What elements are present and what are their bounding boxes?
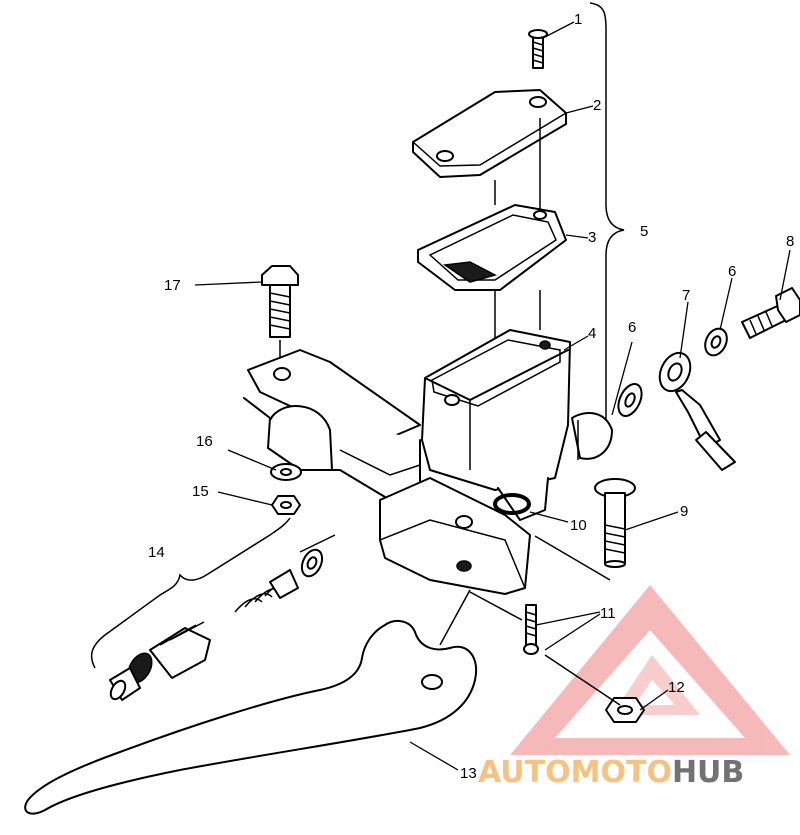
banjo-washer-inner: [617, 383, 643, 417]
callout-6-inner: 6: [628, 319, 636, 336]
callout-13: 13: [460, 765, 477, 782]
cover-screw: [528, 29, 548, 69]
callout-8: 8: [786, 233, 794, 250]
lever-mount-bracket: [379, 477, 531, 595]
brake-lever: [24, 619, 478, 815]
callout-15: 15: [192, 483, 209, 500]
callout-10: 10: [570, 517, 587, 534]
callout-17: 17: [164, 277, 181, 294]
reservoir-cover: [412, 89, 567, 178]
clamp-bolt: [261, 265, 299, 338]
diaphragm-gasket: [417, 204, 567, 291]
watermark-hub: HUB: [672, 755, 744, 790]
callout-6-outer: 6: [728, 263, 736, 280]
callout-12: 12: [668, 679, 685, 696]
callout-7: 7: [682, 287, 690, 304]
callout-labels: 1 2 3 5 4 6 7 6 8 9 10 11 12 13 14 15 16…: [148, 11, 794, 782]
handlebar-clamp: [243, 349, 421, 501]
callout-2: 2: [593, 97, 601, 114]
callout-11: 11: [600, 605, 616, 622]
watermark-moto: MOTO: [571, 755, 672, 790]
master-cylinder-body: [421, 329, 613, 521]
callout-1: 1: [574, 11, 582, 28]
banjo-bolt: [741, 287, 800, 339]
callout-14: 14: [148, 544, 165, 561]
banjo-washer-outer: [704, 327, 728, 357]
piston-assembly: [109, 548, 324, 701]
watermark-text: AUTOMOTOHUB: [478, 755, 744, 790]
clamp-nut: [271, 495, 301, 515]
watermark-auto: AUTO: [478, 755, 571, 790]
watermark-logo: [510, 585, 790, 755]
lever-lock-nut: [605, 697, 645, 723]
callout-5: 5: [640, 223, 648, 240]
pivot-bolt: [594, 478, 636, 568]
svg-text:AUTOMOTOHUB: AUTOMOTOHUB: [478, 755, 744, 790]
lever-screw: [523, 604, 539, 655]
callout-16: 16: [196, 433, 213, 450]
assembly-brace-5: [589, 2, 625, 449]
callout-4: 4: [588, 325, 596, 342]
assembly-brace-14: [90, 517, 291, 669]
callout-leaders: [194, 21, 791, 771]
callout-3: 3: [588, 229, 596, 246]
clamp-washer: [270, 463, 302, 481]
o-ring-seal: [493, 493, 531, 515]
callout-9: 9: [680, 503, 688, 520]
banjo-fitting: [658, 351, 736, 471]
